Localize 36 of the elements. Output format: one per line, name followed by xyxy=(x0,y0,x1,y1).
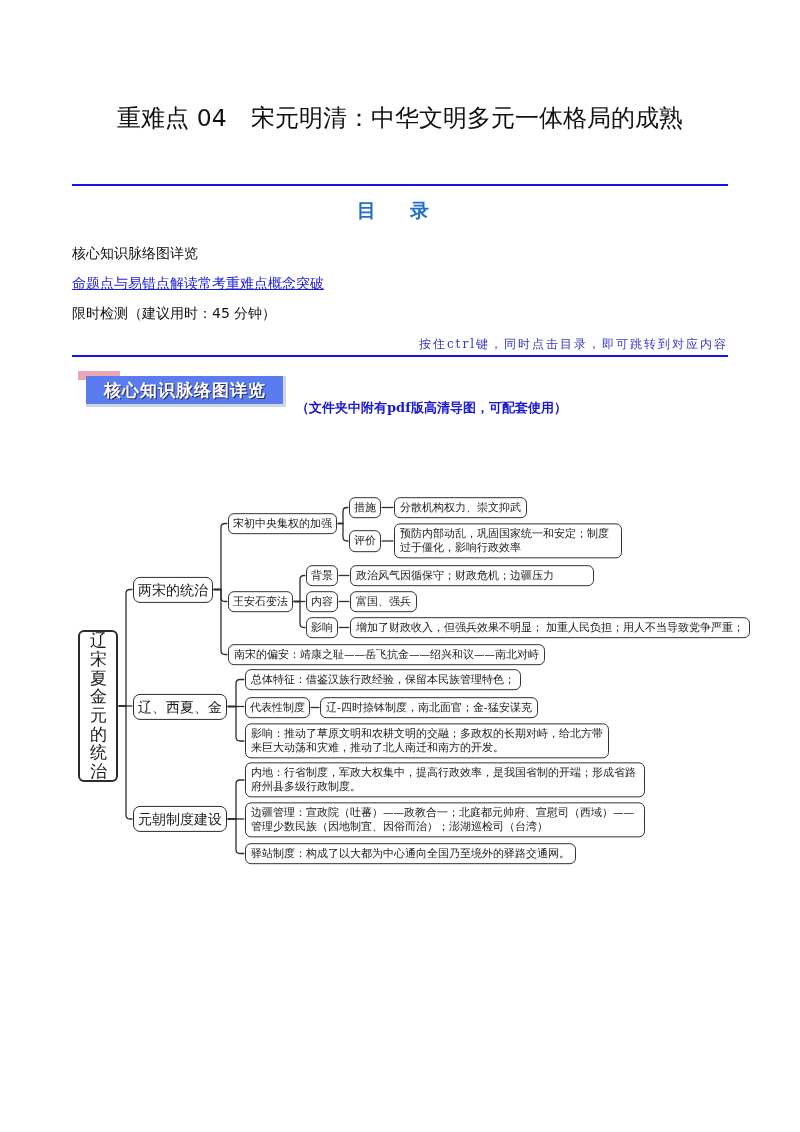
section-heading: 目 录 xyxy=(356,198,444,223)
connector-line xyxy=(226,705,246,742)
topic-box: 辽宋夏金元的统治 xyxy=(78,630,118,782)
detail-box: 富国、强兵 xyxy=(350,590,417,613)
detail-box: 南宋的偏安：靖康之耻——岳飞抗金——绍兴和议——南北对峙 xyxy=(228,643,545,666)
branch-box: 辽、西夏、金 xyxy=(133,693,227,720)
branch-box: 元朝制度建设 xyxy=(133,805,227,833)
subtopic-box: 宋初中央集权的加强 xyxy=(228,512,337,535)
connector-line xyxy=(226,818,246,855)
detail-box: 影响：推动了草原文明和农耕文明的交融；多政权的长期对峙，给北方带来巨大动荡和灾难，推动了北人南迁和南方的开发。 xyxy=(245,723,609,759)
subtitle-text: （文件夹中附有pdf版高清导图，可配套使用） xyxy=(296,399,567,417)
detail-box: 辽-四时捺钵制度，南北面官；金-猛安谋克 xyxy=(320,696,538,719)
connector-line xyxy=(292,600,307,629)
subtopic-box: 王安石变法 xyxy=(228,590,293,613)
detail-box: 内地：行省制度，军政大权集中，提高行政效率，是我国省制的开端；形成省路府州县多级行政制度。 xyxy=(245,762,645,798)
subtopic-box: 评价 xyxy=(349,530,381,552)
branch-box: 两宋的统治 xyxy=(133,576,213,603)
detail-box: 增加了财政收入，但强兵效果不明显； 加重人民负担；用人不当导致党争严重； xyxy=(350,616,751,639)
page-title: 重难点 04 宋元明清：中华文明多元一体格局的成熟 xyxy=(116,103,684,133)
subtopic-box: 代表性制度 xyxy=(245,696,310,719)
detail-box: 分散机构权力、崇文抑武 xyxy=(394,496,527,519)
detail-box: 预防内部动乱，巩固国家统一和安定；制度过于僵化，影响行政效率 xyxy=(394,523,622,559)
subtopic-box: 背景 xyxy=(306,564,338,587)
section-banner: 核心知识脉络图详览 xyxy=(86,376,286,407)
subtopic-box: 影响 xyxy=(306,616,338,639)
detail-box: 总体特征：借鉴汉族行政经验，保留本民族管理特色； xyxy=(245,668,521,691)
hint-text: 按住ctrl键，同时点击目录，即可跳转到对应内容 xyxy=(418,336,728,352)
detail-box: 边疆管理：宣政院（吐蕃）——政教合一；北庭都元帅府、宣慰司（西域）——管理少数民族（因地制宜、因俗而治）；澎湖巡检司（台湾） xyxy=(245,802,645,838)
subtopic-box: 措施 xyxy=(349,496,381,519)
connector-line xyxy=(380,540,395,542)
toc-item: 限时检测（建议用时：45 分钟） xyxy=(72,304,277,323)
connector-line xyxy=(336,522,350,542)
detail-box: 驿站制度：构成了以大都为中心通向全国乃至境外的驿路交通网。 xyxy=(245,842,576,865)
subtopic-box: 内容 xyxy=(306,590,338,613)
toc-item: 核心知识脉络图详览 xyxy=(72,244,198,263)
detail-box: 政治风气因循保守；财政危机；边疆压力 xyxy=(350,564,594,587)
